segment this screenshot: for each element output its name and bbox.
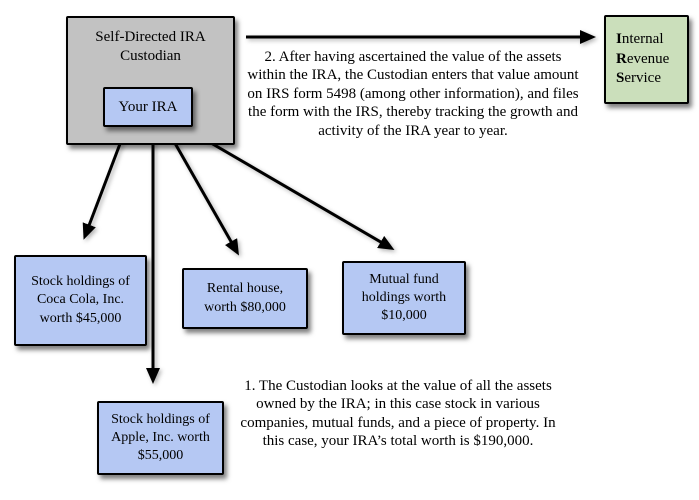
arrow-ira-to-coca-cola <box>82 135 125 240</box>
custodian-box: Self-Directed IRA Custodian Your IRA <box>66 16 235 145</box>
note-step-1: 1. The Custodian looks at the value of a… <box>240 378 556 450</box>
asset-box-apple: Stock holdings of Apple, Inc. worth $55,… <box>97 401 224 475</box>
irs-line-internal: Internal <box>616 31 664 48</box>
asset-label-coca-cola: Stock holdings of Coca Cola, Inc. worth … <box>31 274 130 326</box>
asset-box-rental-house: Rental house, worth $80,000 <box>182 268 308 329</box>
asset-label-rental-house: Rental house, worth $80,000 <box>204 281 286 315</box>
asset-label-mutual-fund: Mutual fund holdings worth $10,000 <box>361 271 447 324</box>
arrow-ira-to-rental-house <box>170 137 239 256</box>
custodian-box-title: Self-Directed IRA Custodian <box>95 29 206 64</box>
your-ira-label: Your IRA <box>118 98 178 115</box>
your-ira-box: Your IRA <box>103 87 193 127</box>
irs-box: Internal Revenue Service <box>604 15 689 104</box>
asset-label-apple: Stock holdings of Apple, Inc. worth $55,… <box>111 411 210 464</box>
asset-box-coca-cola: Stock holdings of Coca Cola, Inc. worth … <box>14 255 147 346</box>
note-step-2: 2. After having ascertained the value of… <box>247 49 579 139</box>
asset-box-mutual-fund: Mutual fund holdings worth $10,000 <box>342 261 466 335</box>
irs-line-revenue: Revenue <box>616 50 670 67</box>
irs-line-service: Service <box>616 70 661 87</box>
arrow-ira-to-mutual-fund <box>198 134 395 251</box>
